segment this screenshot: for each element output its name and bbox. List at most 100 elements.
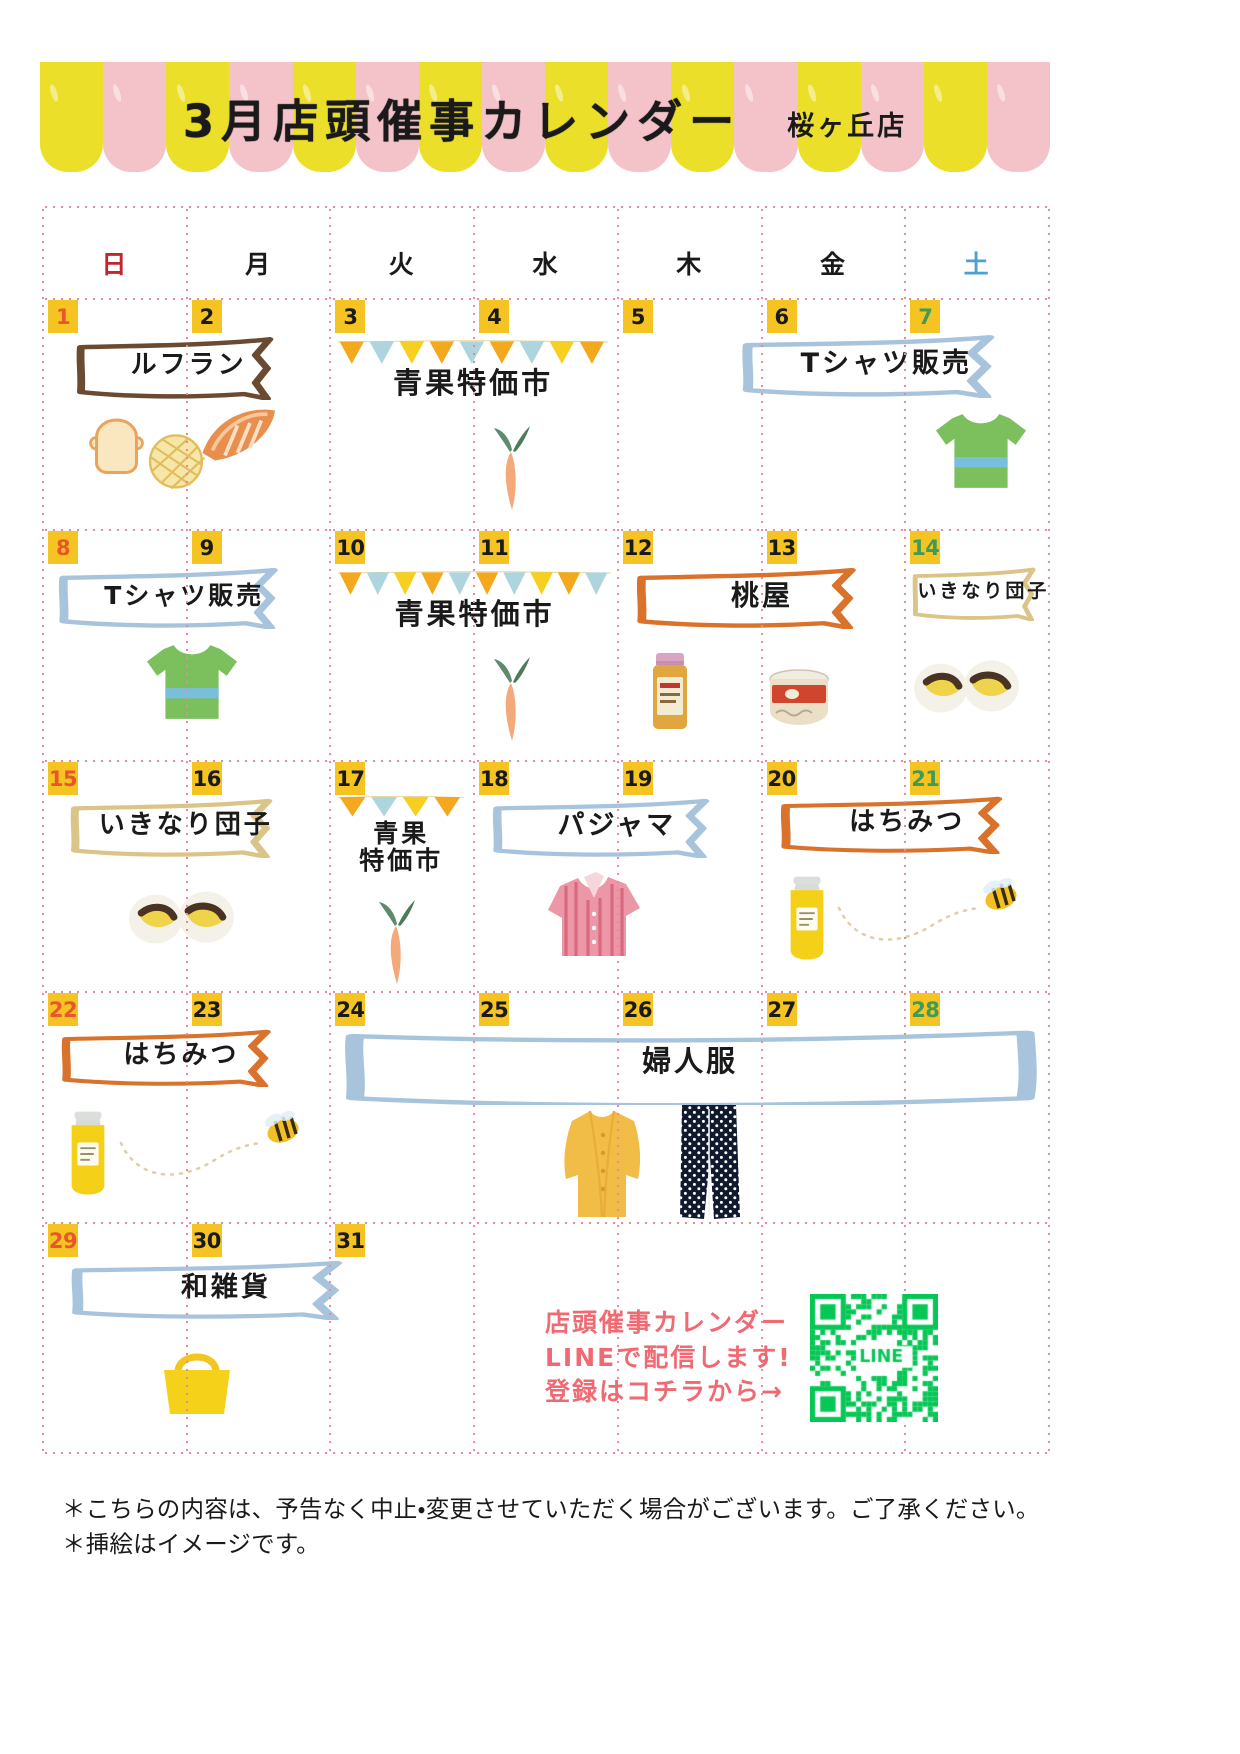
calendar-day-20[interactable]: 20 — [761, 760, 905, 991]
ribbon-shape: 婦人服 — [341, 1021, 1039, 1105]
day-number: 28 — [910, 993, 941, 1026]
day-number: 10 — [335, 531, 366, 564]
day-number: 14 — [910, 531, 941, 564]
tshirt-icon — [140, 639, 244, 727]
calendar-day-8[interactable]: 8 — [42, 529, 186, 760]
event-label: はちみつ — [123, 1040, 240, 1071]
bee-trail-icon — [117, 1135, 267, 1185]
event-banner[interactable]: Tシャツ販売 — [739, 332, 1034, 398]
event-banner[interactable]: Tシャツ販売 — [56, 565, 312, 629]
weekday-header-火: 火 — [388, 250, 414, 279]
day-number: 25 — [479, 993, 510, 1026]
calendar-day-10[interactable]: 10 — [329, 529, 473, 760]
weekday-header-土: 土 — [963, 250, 989, 279]
event-label: 桃屋 — [634, 565, 890, 629]
calendar-day-22[interactable]: 22 — [42, 991, 186, 1222]
ribbon-shape: いきなり団子 — [68, 796, 304, 858]
day-number: 27 — [766, 993, 797, 1026]
pajama-icon — [539, 870, 651, 964]
ribbon-shape: Tシャツ販売 — [739, 332, 1034, 398]
calendar-day-5[interactable]: 5 — [617, 298, 761, 529]
day-number: 4 — [479, 300, 510, 333]
calendar-day-14[interactable]: 14 — [904, 529, 1048, 760]
calendar-day-16[interactable]: 16 — [186, 760, 330, 991]
header-stripe — [986, 62, 1050, 172]
event-banner[interactable]: いきなり団子 — [68, 796, 304, 858]
calendar-day-13[interactable]: 13 — [761, 529, 905, 760]
event-label: ルフラン — [130, 350, 247, 381]
ribbon-shape: 桃屋 — [634, 565, 890, 629]
day-number: 16 — [191, 762, 222, 795]
calendar-day-9[interactable]: 9 — [186, 529, 330, 760]
calendar-day-29[interactable]: 29 — [42, 1222, 186, 1454]
day-number: 20 — [766, 762, 797, 795]
calendar-day-1[interactable]: 1 — [42, 298, 186, 529]
calendar-day-11[interactable]: 11 — [473, 529, 617, 760]
honey-jar-icon — [62, 1107, 114, 1201]
line-promo-block[interactable]: 店頭催事カレンダー LINEで配信します! 登録はコチラから→ — [545, 1288, 1000, 1428]
ribbon-shape: 和雑貨 — [68, 1258, 384, 1320]
calendar-day-28[interactable]: 28 — [904, 991, 1048, 1222]
day-number: 19 — [622, 762, 653, 795]
event-banner[interactable]: はちみつ — [778, 794, 1037, 854]
header-stripe — [103, 62, 167, 172]
event-banner[interactable]: 青果特価市 — [338, 338, 609, 399]
calendar-day-31[interactable]: 31 — [329, 1222, 473, 1454]
event-label: Tシャツ販売 — [104, 580, 265, 610]
calendar-day-12[interactable]: 12 — [617, 529, 761, 760]
bread-slice-icon — [85, 410, 163, 480]
event-banner[interactable]: いきなり団子 — [911, 565, 1055, 621]
event-label: パジャマ — [490, 796, 743, 858]
calendar-day-3[interactable]: 3 — [329, 298, 473, 529]
event-banner[interactable]: ルフラン — [74, 334, 304, 400]
day-number: 21 — [910, 762, 941, 795]
calendar-day-30[interactable]: 30 — [186, 1222, 330, 1454]
calendar-day-15[interactable]: 15 — [42, 760, 186, 991]
calendar-day-6[interactable]: 6 — [761, 298, 905, 529]
header-stripe — [860, 62, 924, 172]
calendar-day-25[interactable]: 25 — [473, 991, 617, 1222]
calendar-day-27[interactable]: 27 — [761, 991, 905, 1222]
day-number: 7 — [910, 300, 941, 333]
event-banner[interactable]: 青果特価市 — [338, 569, 612, 630]
day-number: 13 — [766, 531, 797, 564]
calendar-day-18[interactable]: 18 — [473, 760, 617, 991]
header-banner: 3月店頭催事カレンダー 桜ヶ丘店 — [40, 62, 1050, 172]
day-number: 31 — [335, 1224, 366, 1257]
calendar-day-19[interactable]: 19 — [617, 760, 761, 991]
grid-column-divider — [329, 206, 332, 1454]
ribbon-shape: Tシャツ販売 — [56, 565, 312, 629]
calendar-day-24[interactable]: 24 — [329, 991, 473, 1222]
calendar-day-2[interactable]: 2 — [186, 298, 330, 529]
header-stripe — [481, 62, 545, 172]
weekday-header-金: 金 — [819, 250, 845, 279]
line-qr-code[interactable] — [809, 1294, 938, 1422]
calendar-day-7[interactable]: 7 — [904, 298, 1048, 529]
day-number: 26 — [622, 993, 653, 1026]
grid-column-divider — [185, 206, 188, 1454]
grid-column-divider — [760, 206, 763, 1454]
event-banner[interactable]: はちみつ — [59, 1027, 303, 1087]
day-number: 29 — [48, 1224, 78, 1257]
honey-jar-icon — [781, 872, 833, 966]
event-banner[interactable]: 婦人服 — [341, 1021, 1039, 1105]
header-stripe-pattern — [40, 62, 1050, 172]
bunting-decoration: 青果特価市 — [338, 569, 612, 630]
event-label: いきなり団子 — [917, 580, 1050, 603]
weekday-header-日: 日 — [101, 250, 127, 279]
grid-column-divider — [616, 206, 619, 1454]
calendar-day-23[interactable]: 23 — [186, 991, 330, 1222]
calendar-day-17[interactable]: 17 — [329, 760, 473, 991]
calendar-day-21[interactable]: 21 — [904, 760, 1048, 991]
calendar-day-4[interactable]: 4 — [473, 298, 617, 529]
header-stripe — [355, 62, 419, 172]
event-banner[interactable]: パジャマ — [490, 796, 743, 858]
bee-trail-icon — [835, 900, 985, 950]
event-banner[interactable]: 桃屋 — [634, 565, 890, 629]
calendar-day-26[interactable]: 26 — [617, 991, 761, 1222]
event-banner[interactable]: 青果 特価市 — [338, 794, 465, 874]
note-line-2: ＊挿絵はイメージです。 — [62, 1530, 320, 1559]
event-banner[interactable]: 和雑貨 — [68, 1258, 384, 1320]
